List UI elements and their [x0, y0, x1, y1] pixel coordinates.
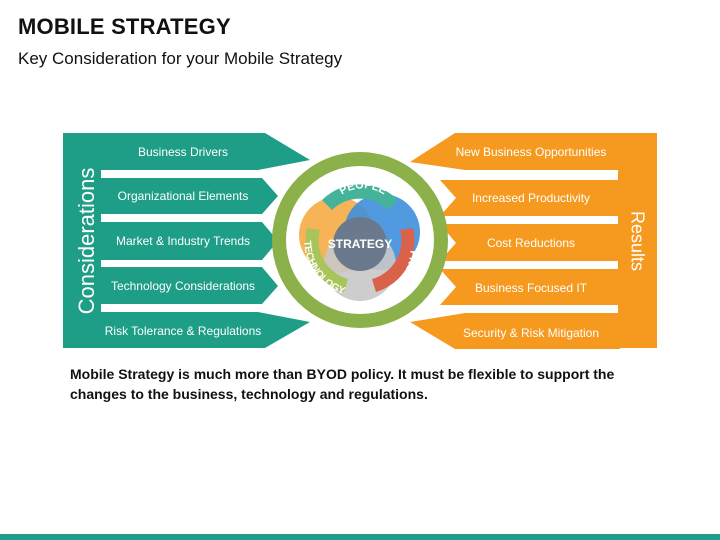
- results-side-bar: [618, 133, 657, 348]
- results-arrows: [410, 133, 620, 349]
- result-item-1: New Business Opportunities: [456, 145, 607, 159]
- results-label: Results: [627, 211, 647, 271]
- considerations-label: Considerations: [74, 168, 99, 315]
- considerations-side-bar: [63, 133, 101, 348]
- strategy-diagram: Considerations Business Drivers Organiza…: [63, 133, 657, 349]
- result-item-3: Cost Reductions: [487, 236, 575, 250]
- people-label: PEOPLE: [338, 179, 389, 197]
- result-item-2: Increased Productivity: [472, 191, 590, 205]
- consideration-item-2: Organizational Elements: [118, 189, 249, 203]
- strategy-label: STRATEGY: [328, 237, 392, 251]
- process-arc: [372, 228, 415, 292]
- venn-petals: [299, 194, 420, 301]
- page-subtitle: Key Consideration for your Mobile Strate…: [18, 49, 343, 68]
- result-item-4: Business Focused IT: [475, 281, 588, 295]
- considerations-arrows: [100, 133, 310, 348]
- consideration-item-1: Business Drivers: [138, 145, 228, 159]
- technology-arc: [305, 228, 348, 292]
- consideration-item-3: Market & Industry Trends: [116, 234, 250, 248]
- people-arc: [322, 184, 398, 210]
- summary-note: Mobile Strategy is much more than BYOD p…: [70, 366, 615, 402]
- consideration-item-4: Technology Considerations: [111, 279, 255, 293]
- consideration-item-5: Risk Tolerance & Regulations: [105, 324, 262, 338]
- page-title: MOBILE STRATEGY: [18, 14, 231, 39]
- center-core: [333, 217, 387, 271]
- footer-bar: [0, 534, 720, 540]
- result-item-5: Security & Risk Mitigation: [463, 326, 599, 340]
